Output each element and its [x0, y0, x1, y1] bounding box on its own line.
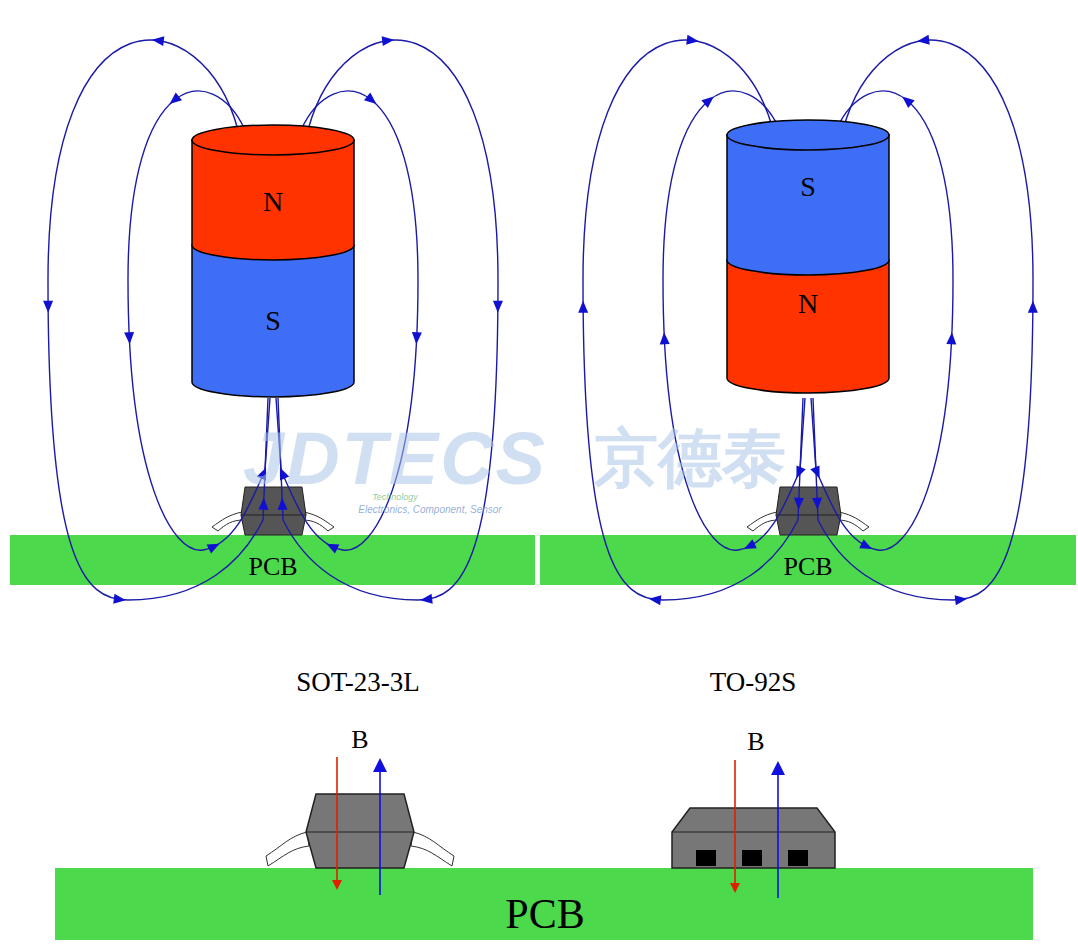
- field-arrows: [43, 35, 1038, 605]
- watermark: 京德泰: [594, 415, 786, 502]
- pole-label: N: [798, 290, 818, 318]
- field-arrow: [793, 498, 803, 510]
- magnet: [192, 125, 354, 397]
- field-arrow: [899, 93, 915, 108]
- magnet: [727, 120, 889, 393]
- watermark: Technology: [372, 492, 418, 502]
- watermark: JDTECS: [243, 416, 547, 501]
- package-name: TO-92S: [710, 667, 797, 698]
- pcb-band: PCB: [540, 535, 1076, 585]
- field-arrow: [686, 35, 699, 46]
- field-arrow: [364, 93, 380, 108]
- field-arrow: [420, 594, 433, 605]
- pole-label: N: [263, 188, 283, 216]
- field-arrow: [742, 539, 757, 553]
- magnet-pole: S: [727, 145, 889, 260]
- field-arrow: [207, 539, 222, 553]
- field-arrow: [955, 594, 968, 605]
- pole-label: S: [800, 173, 816, 201]
- field-arrow: [812, 498, 822, 510]
- field-label: B: [351, 725, 368, 755]
- field-arrow: [43, 301, 53, 313]
- pcb-label: PCB: [505, 893, 584, 935]
- field-arrow: [792, 465, 806, 480]
- field-label: B: [747, 727, 764, 757]
- field-arrow: [113, 594, 126, 605]
- magnet-pole: S: [192, 255, 354, 380]
- field-lines: [583, 40, 1033, 600]
- field-arrow: [659, 332, 670, 344]
- field-arrow: [578, 301, 588, 313]
- pcb-band: [55, 868, 1033, 940]
- flux-arrow: [337, 757, 778, 898]
- field-arrow: [859, 539, 874, 553]
- field-arrow: [151, 35, 164, 46]
- field-arrow: [166, 93, 182, 108]
- field-arrow: [411, 332, 422, 344]
- to92s-chip: [672, 808, 835, 868]
- field-lines: [48, 40, 498, 600]
- pcb-label: PCB: [783, 554, 832, 580]
- field-arrow: [1028, 301, 1038, 313]
- pcb-label: PCB: [248, 554, 297, 580]
- field-arrow: [493, 301, 503, 313]
- package-name: SOT-23-3L: [296, 667, 420, 698]
- field-arrow: [810, 465, 824, 480]
- field-arrow: [917, 35, 930, 46]
- field-arrow: [946, 332, 957, 344]
- pcb-band: PCB: [10, 535, 535, 585]
- sot23-chip: [266, 794, 454, 868]
- field-arrow: [382, 35, 395, 46]
- magnet-pole: N: [727, 270, 889, 378]
- pole-label: S: [265, 307, 281, 335]
- field-arrow: [124, 332, 135, 344]
- pcb-band: PCB: [55, 868, 1033, 940]
- watermark: Electronics, Component, Sensor: [358, 504, 501, 515]
- field-arrow: [648, 594, 661, 605]
- magnet-pole: N: [192, 150, 354, 245]
- field-arrow: [701, 93, 717, 108]
- field-arrow: [324, 539, 339, 553]
- pcb-band: [10, 535, 535, 585]
